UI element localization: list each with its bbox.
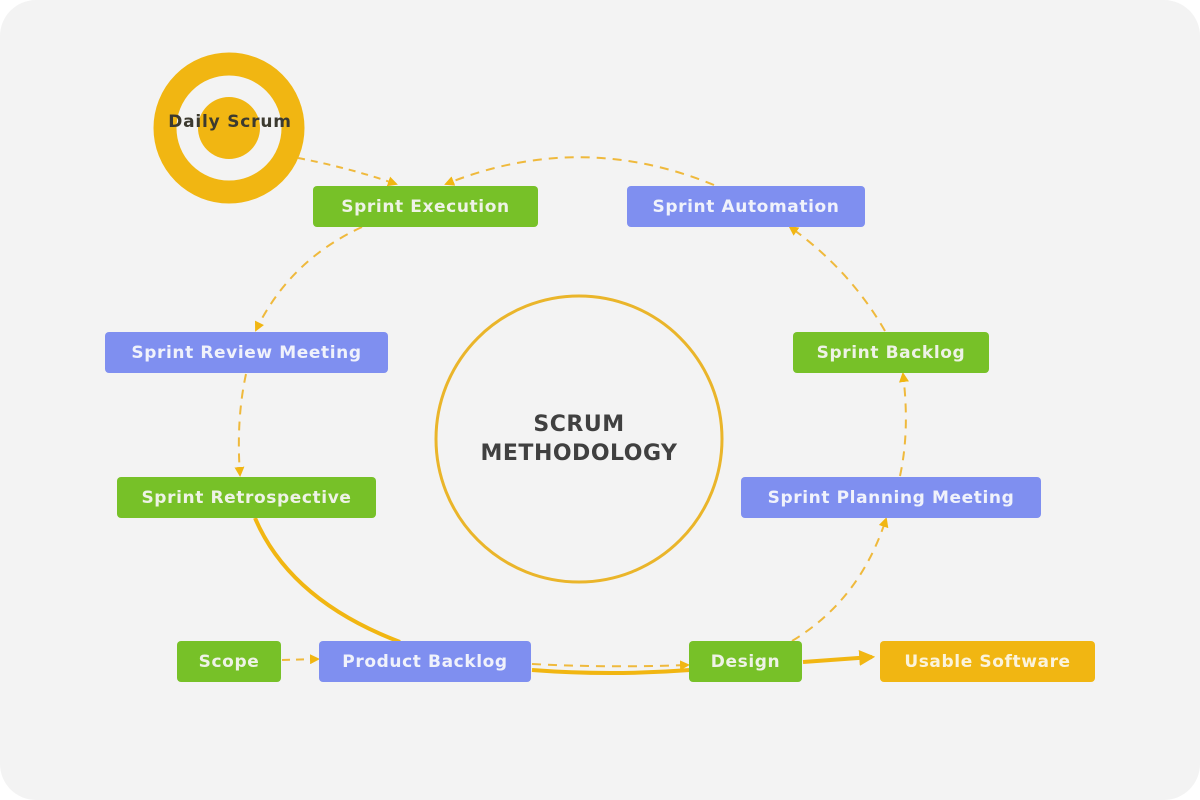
edge-review-to-retrospective: [234, 373, 247, 477]
daily-scrum-outer-ring: [153, 52, 305, 204]
edge-design-to-usable-software: [802, 649, 876, 666]
node-scope[interactable]: Scope: [177, 641, 281, 682]
center-circle: [434, 294, 724, 584]
edge-design-to-planning: [791, 517, 889, 642]
edge-scope-to-product-backlog: [281, 654, 320, 665]
node-sprint-automation[interactable]: Sprint Automation: [627, 186, 865, 227]
edge-product-backlog-to-design-dashed: [531, 660, 690, 671]
center-title-line-2: METHODOLOGY: [480, 441, 678, 466]
node-sprint-retrospective[interactable]: Sprint Retrospective: [117, 477, 376, 518]
edge-product-backlog-to-design-solid: [531, 668, 691, 675]
daily-scrum-inner-dot: [198, 97, 260, 159]
center-title-line-1: SCRUM: [533, 412, 625, 437]
edge-automation-to-execution: [444, 156, 715, 186]
center-title: SCRUM METHODOLOGY: [436, 296, 722, 582]
edge-planning-to-sprint-backlog: [899, 372, 909, 477]
node-sprint-execution[interactable]: Sprint Execution: [313, 186, 538, 227]
node-sprint-backlog[interactable]: Sprint Backlog: [793, 332, 989, 373]
node-usable-software[interactable]: Usable Software: [880, 641, 1095, 682]
daily-scrum-label: Daily Scrum: [168, 112, 292, 132]
edge-sprint-backlog-to-automation: [788, 225, 886, 332]
node-product-backlog[interactable]: Product Backlog: [319, 641, 531, 682]
node-design[interactable]: Design: [689, 641, 802, 682]
edge-retrospective-to-product-backlog: [253, 517, 401, 644]
node-sprint-planning-meeting[interactable]: Sprint Planning Meeting: [741, 477, 1041, 518]
edge-daily-scrum-to-execution: [297, 157, 398, 187]
edge-execution-to-review: [255, 226, 363, 332]
node-sprint-review-meeting[interactable]: Sprint Review Meeting: [105, 332, 388, 373]
